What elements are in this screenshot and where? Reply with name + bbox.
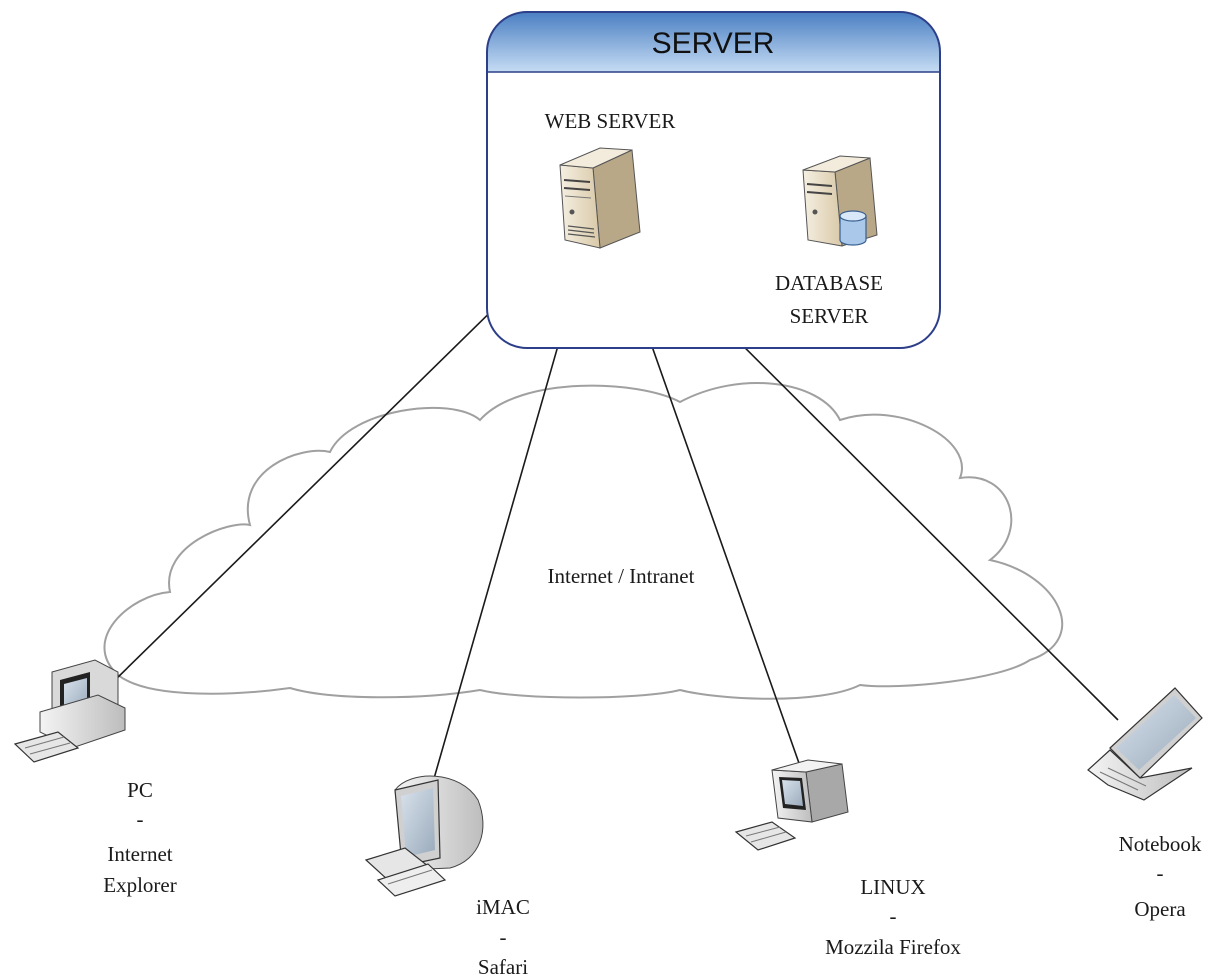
laptop-icon (1087, 687, 1203, 801)
client-imac-name: iMAC (476, 895, 530, 919)
client-pc-sep: - (137, 807, 144, 831)
client-imac-browser: Safari (478, 955, 528, 979)
tower-server-icon (559, 147, 641, 249)
desktop-pc-icon (13, 659, 126, 763)
cloud-icon (103, 382, 1063, 700)
client-linux-name: LINUX (860, 875, 925, 899)
client-notebook-browser: Opera (1134, 897, 1186, 921)
client-pc-browser-line2: Explorer (103, 873, 176, 897)
client-linux-browser: Mozzila Firefox (825, 935, 961, 959)
client-pc-browser-line1: Internet (107, 842, 172, 866)
imac-icon (364, 775, 484, 897)
web-server-label: WEB SERVER (545, 109, 676, 133)
database-server-label-line1: DATABASE (775, 271, 883, 295)
client-notebook-sep: - (1157, 861, 1164, 885)
client-notebook-name: Notebook (1119, 832, 1202, 856)
client-pc-name: PC (127, 778, 153, 802)
network-label: Internet / Intranet (548, 564, 695, 588)
database-server-icon (802, 155, 878, 247)
linux-pc-icon (734, 759, 849, 851)
server-box-header (487, 12, 940, 72)
client-imac-sep: - (500, 925, 507, 949)
server-box-title: SERVER (652, 27, 775, 60)
database-cylinder-icon (839, 210, 867, 246)
client-linux-sep: - (890, 904, 897, 928)
database-server-label-line2: SERVER (790, 304, 869, 328)
